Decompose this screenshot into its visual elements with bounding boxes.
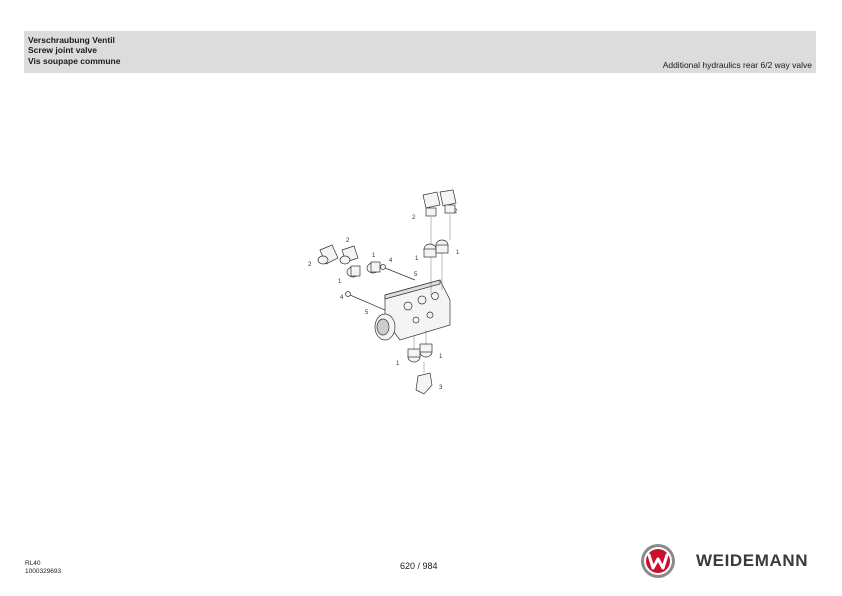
document-info: RL40 1000329693 xyxy=(25,560,61,575)
page-header: Verschraubung Ventil Screw joint valve V… xyxy=(24,31,816,73)
callout-label: 5 xyxy=(365,310,369,316)
title-french: Vis soupape commune xyxy=(28,56,121,66)
bottom-fittings xyxy=(407,343,433,395)
callout-label: 1 xyxy=(439,354,443,360)
callout-label: 1 xyxy=(338,279,342,285)
bolts xyxy=(345,264,416,311)
callout-label: 2 xyxy=(454,209,458,215)
page-number: 620 / 984 xyxy=(400,561,438,571)
callout-labels: 2 2 1 1 2 2 1 1 4 5 4 5 1 1 3 xyxy=(308,209,460,391)
brand-name: WEIDEMANN xyxy=(696,551,809,570)
callout-label: 1 xyxy=(372,253,376,259)
exploded-parts-drawing: 2 2 1 1 2 2 1 1 4 5 4 5 1 1 3 xyxy=(308,189,460,395)
title-english: Screw joint valve xyxy=(28,45,97,55)
callout-label: 1 xyxy=(456,250,460,256)
callout-label: 2 xyxy=(412,215,416,221)
weidemann-logo-icon xyxy=(641,544,675,578)
document-number: 1000329693 xyxy=(25,567,62,575)
callout-label: 4 xyxy=(389,258,393,264)
section-title: Additional hydraulics rear 6/2 way valve xyxy=(662,60,812,70)
callout-label: 4 xyxy=(340,295,344,301)
model-code: RL40 xyxy=(25,560,41,567)
callout-label: 1 xyxy=(415,256,419,262)
callout-label: 2 xyxy=(346,238,350,244)
top-adapters xyxy=(423,239,449,258)
left-fittings xyxy=(317,244,381,278)
callout-label: 2 xyxy=(308,262,312,268)
callout-label: 5 xyxy=(414,272,418,278)
callout-label: 1 xyxy=(396,361,400,367)
callout-label: 3 xyxy=(439,385,443,391)
title-german: Verschraubung Ventil xyxy=(28,35,115,45)
valve-block xyxy=(374,279,451,341)
top-elbow-fittings xyxy=(422,189,457,217)
